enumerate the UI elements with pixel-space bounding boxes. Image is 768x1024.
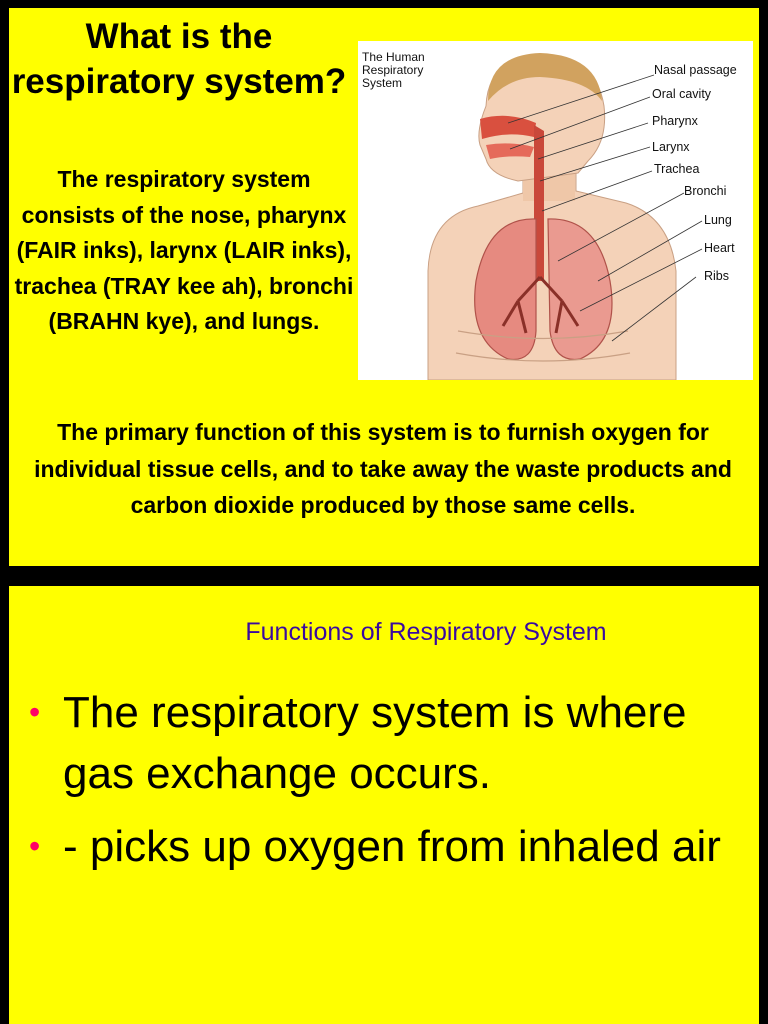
label-larynx: Larynx xyxy=(652,140,690,154)
bullet-item: • - picks up oxygen from inhaled air xyxy=(9,816,759,877)
slide-subtitle: Functions of Respiratory System xyxy=(245,618,607,646)
label-nasal-passage: Nasal passage xyxy=(654,63,737,77)
anatomy-illustration xyxy=(427,53,703,380)
label-trachea: Trachea xyxy=(654,162,700,176)
bullet-item: • The respiratory system is where gas ex… xyxy=(9,682,759,804)
bullet-dot-icon: • xyxy=(29,828,41,864)
label-bronchi: Bronchi xyxy=(684,184,727,198)
slide-respiratory-intro: What is the respiratory system? The resp… xyxy=(9,8,759,566)
function-paragraph: The primary function of this system is t… xyxy=(34,419,732,518)
label-ribs: Ribs xyxy=(704,269,730,283)
bullet-text: - picks up oxygen from inhaled air xyxy=(63,822,721,871)
slide-title: What is the respiratory system? xyxy=(11,17,347,101)
diagram-title: The Human Respiratory System xyxy=(362,50,425,90)
label-heart: Heart xyxy=(704,241,735,255)
bullet-list: • The respiratory system is where gas ex… xyxy=(9,682,759,889)
label-lung: Lung xyxy=(704,213,732,227)
intro-text: The respiratory system consists of the n… xyxy=(14,166,354,334)
label-oral-cavity: Oral cavity xyxy=(652,87,712,101)
label-pharynx: Pharynx xyxy=(652,114,698,128)
bullet-dot-icon: • xyxy=(29,694,41,730)
bullet-text: The respiratory system is where gas exch… xyxy=(63,688,687,798)
respiratory-diagram: The Human Respiratory System Nasal passa… xyxy=(358,41,753,380)
slide-functions: Functions of Respiratory System • The re… xyxy=(9,586,759,1024)
